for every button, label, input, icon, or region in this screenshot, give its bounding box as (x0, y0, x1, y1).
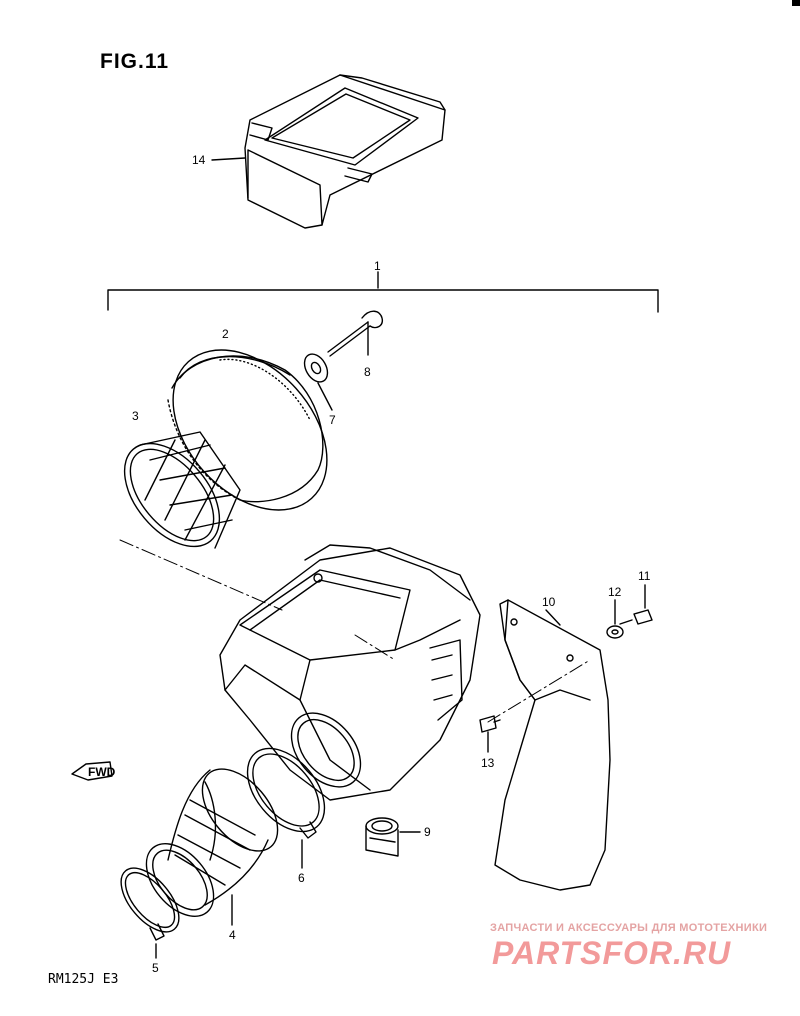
assembly-bracket-part-1 (107, 271, 659, 313)
part-number-5: 5 (152, 961, 159, 975)
washer-part-7 (303, 353, 333, 411)
part-number-14: 14 (192, 153, 206, 167)
forward-direction-arrow: FWD (71, 761, 116, 781)
intake-boot-part-4 (145, 768, 279, 926)
part-number-4: 4 (229, 928, 236, 942)
part-number-10: 10 (542, 595, 556, 609)
part-number-9: 9 (424, 825, 431, 839)
wing-bolt-part-8 (327, 310, 384, 357)
part-number-8: 8 (364, 365, 371, 379)
drain-plug-part-9 (365, 817, 421, 857)
watermark-brand: PARTSFOR.RU (492, 935, 732, 971)
part-number-13: 13 (481, 756, 495, 770)
watermark-subtitle: ЗАПЧАСТИ И АКСЕССУАРЫ ДЛЯ МОТОТЕХНИКИ (490, 922, 768, 934)
washer-part-12 (606, 599, 624, 639)
filter-cage-part-3 (123, 431, 241, 549)
part-number-6: 6 (298, 871, 305, 885)
air-box-cover-part-14 (244, 74, 446, 229)
edge-mark (792, 0, 800, 6)
model-code: RM125J E3 (48, 972, 119, 987)
part-number-7: 7 (329, 413, 336, 427)
mud-guard-part-10 (494, 599, 611, 891)
alignment-lines (119, 539, 591, 723)
part-number-12: 12 (608, 585, 622, 599)
part-number-1: 1 (374, 259, 381, 273)
leader-line-14 (211, 157, 246, 161)
figure-title: FIG.11 (100, 50, 170, 73)
part-number-3: 3 (132, 409, 139, 423)
fwd-label: FWD (88, 765, 116, 779)
part-number-2: 2 (222, 327, 229, 341)
part-number-11: 11 (638, 569, 651, 583)
bolt-part-11 (619, 584, 653, 625)
hose-clamp-part-5 (120, 867, 180, 959)
air-filter-element-part-2 (167, 349, 328, 511)
hose-clamp-part-6 (246, 747, 326, 869)
bolt-part-13 (479, 715, 501, 753)
air-box-case (219, 544, 481, 801)
